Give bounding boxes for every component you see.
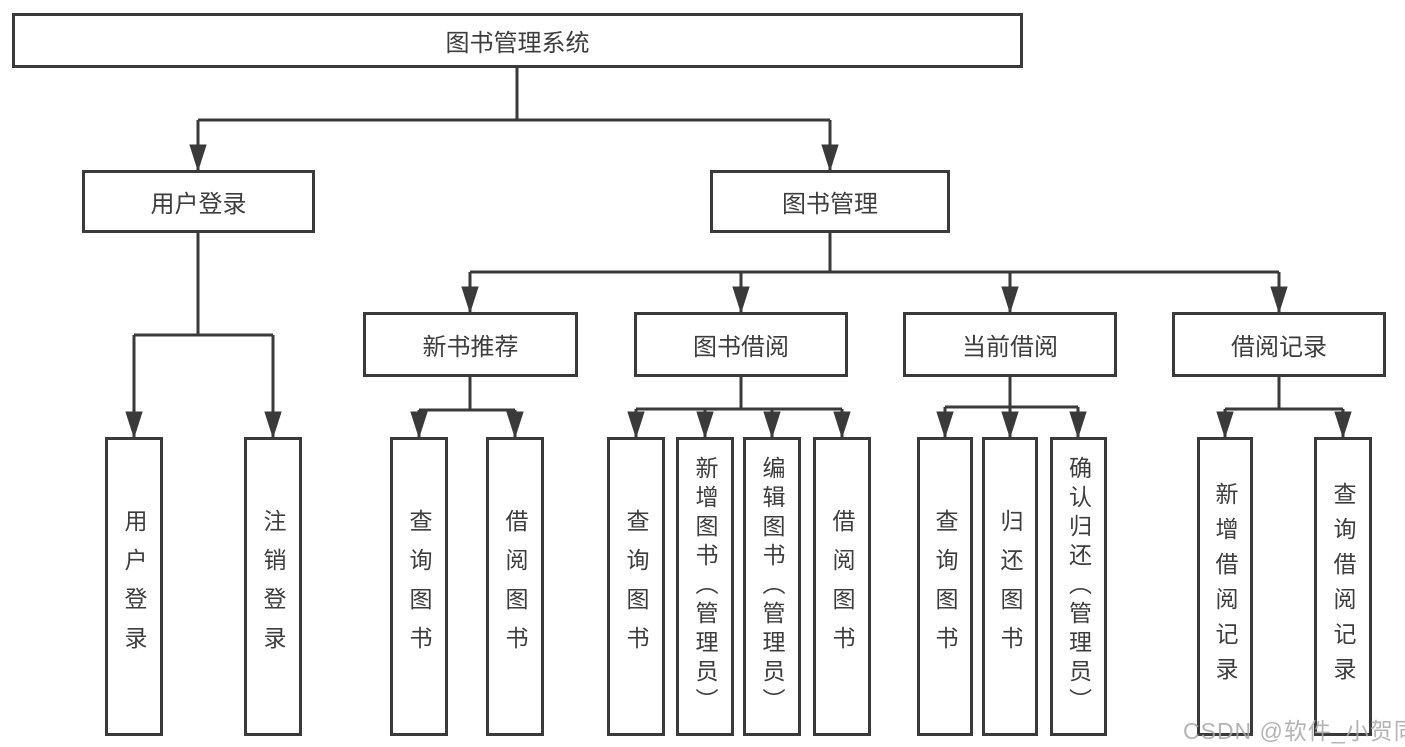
leaf-confirm-return-admin: 确认归还（管理员）	[1050, 437, 1107, 736]
node-new-book-recommend: 新书推荐	[363, 312, 578, 377]
leaf-borrow-books-recommend: 借阅图书	[486, 437, 544, 736]
leaf-add-book-admin: 新增图书（管理员）	[676, 437, 734, 736]
connector-newbook-to-leaves	[410, 377, 524, 439]
node-book-borrow: 图书借阅	[634, 312, 848, 377]
csdn-watermark: CSDN @软件_小贺同学	[1183, 718, 1405, 744]
leaf-query-borrow-record: 查询借阅记录	[1314, 437, 1372, 736]
leaf-user-login: 用户登录	[105, 437, 163, 736]
node-book-management: 图书管理	[710, 170, 950, 233]
leaf-borrow-books: 借阅图书	[813, 437, 871, 736]
leaf-add-borrow-record: 新增借阅记录	[1197, 437, 1253, 736]
leaf-query-books-current: 查询图书	[917, 437, 973, 736]
connector-currentborrow-to-leaves	[936, 377, 1087, 439]
node-borrow-records: 借阅记录	[1172, 312, 1386, 377]
leaf-query-books-borrow: 查询图书	[607, 437, 665, 736]
leaf-edit-book-admin: 编辑图书（管理员）	[743, 437, 801, 736]
connector-bookmgmt-to-level3	[461, 233, 1288, 314]
connector-userlogin-to-leaves	[125, 233, 282, 439]
node-current-borrow: 当前借阅	[903, 312, 1117, 377]
leaf-logout: 注销登录	[244, 437, 302, 736]
connector-root-to-level2	[189, 68, 839, 172]
connector-borrowrecords-to-leaves	[1216, 377, 1352, 439]
node-library-system: 图书管理系统	[12, 13, 1023, 68]
leaf-return-book: 归还图书	[982, 437, 1038, 736]
leaf-query-books-recommend: 查询图书	[390, 437, 448, 736]
node-user-login: 用户登录	[82, 170, 315, 233]
connector-bookborrow-to-leaves	[627, 377, 851, 439]
